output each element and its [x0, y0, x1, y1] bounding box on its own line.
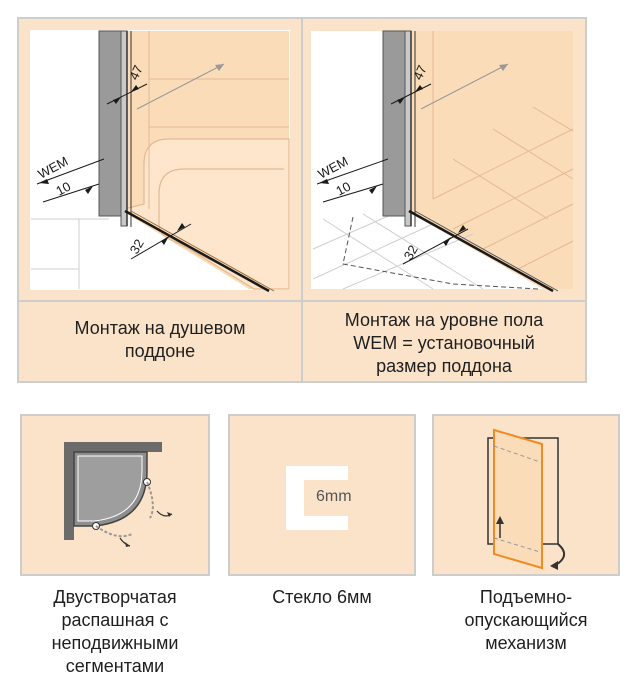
floor-level-caption: Монтаж на уровне пола WEM = установочный… — [307, 309, 581, 378]
caption-line: Стекло 6мм — [272, 587, 372, 607]
caption-line: размер поддона — [376, 356, 512, 376]
quadrant-door-caption: Двустворчатая распашная с неподвижными с… — [20, 586, 210, 678]
caption-line: Подъемно- — [479, 587, 573, 607]
glass-6mm-caption: Стекло 6мм — [228, 586, 416, 609]
lift-hinge-icon — [487, 428, 565, 570]
dim-10-label: 10 — [333, 179, 353, 199]
caption-line: поддоне — [124, 341, 196, 361]
lift-hinge-caption: Подъемно- опускающийся механизм — [432, 586, 620, 655]
glass-thickness-label: 6mm — [316, 488, 352, 505]
dim-47-label: 47 — [126, 63, 146, 82]
glass-profile-icon — [286, 466, 348, 530]
dim-10-label: 10 — [53, 179, 73, 199]
quadrant-door-icon — [64, 442, 173, 547]
glass-6mm-tile: 6mm — [228, 414, 416, 576]
dim-32-label: 32 — [401, 242, 421, 262]
lift-hinge-tile — [432, 414, 620, 576]
caption-line: Двустворчатая — [53, 587, 177, 607]
floor-level-mount-panel: 47 WEM 10 32 Монтаж на уровне пола WEM =… — [301, 17, 587, 383]
shower-tray-caption: Монтаж на душевом поддоне — [23, 317, 297, 363]
caption-line: Монтаж на уровне пола — [344, 310, 544, 330]
shower-tray-mount-panel: 47 WEM 10 32 Монтаж на душевом поддоне — [17, 17, 303, 383]
caption-line: Монтаж на душевом — [74, 318, 246, 338]
caption-line: WEM = установочный — [353, 333, 535, 353]
caption-line: опускающийся — [464, 610, 588, 630]
dim-47-label: 47 — [410, 63, 430, 82]
caption-line: неподвижными — [51, 633, 179, 653]
dim-32-label: 32 — [127, 236, 147, 256]
caption-line: сегментами — [65, 656, 165, 676]
quadrant-door-tile — [20, 414, 210, 576]
caption-line: механизм — [485, 633, 567, 653]
caption-line: распашная с — [61, 610, 169, 630]
